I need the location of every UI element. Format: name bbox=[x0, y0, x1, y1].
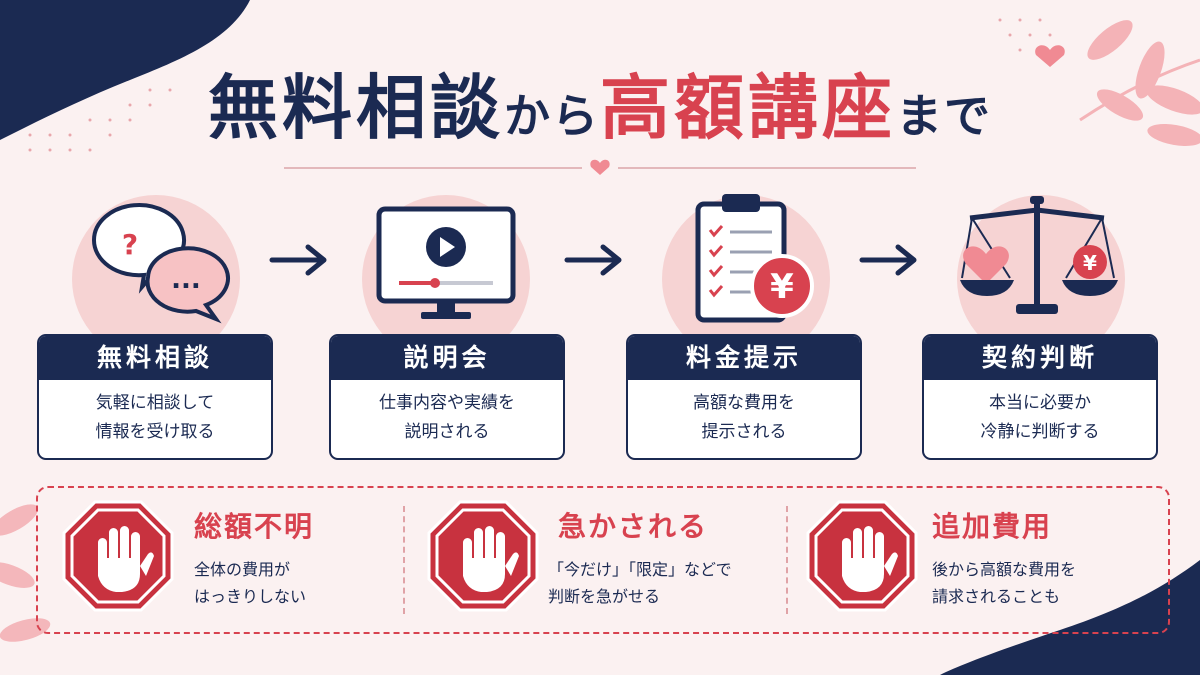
yen-coin-icon bbox=[750, 254, 814, 318]
warning-description-line: はっきりしない bbox=[194, 587, 307, 606]
warning-section bbox=[36, 486, 1170, 634]
warning-title: 総額不明 bbox=[194, 510, 315, 543]
step-description-line: 説明される bbox=[404, 422, 490, 442]
warning-divider bbox=[403, 506, 405, 614]
warning-title: 追加費用 bbox=[932, 510, 1053, 543]
dot-pattern-top-left bbox=[28, 88, 172, 152]
warning-description-line: 全体の費用が bbox=[194, 560, 291, 579]
title-part-free-consultation: 無料相談 bbox=[208, 67, 504, 149]
warning-title: 急かされる bbox=[558, 510, 709, 543]
warning-description-line: 請求されることも bbox=[932, 587, 1061, 606]
step-description: 本当に必要か 冷静に判断する bbox=[924, 380, 1156, 447]
balance-scale-icon: ¥ bbox=[960, 196, 1118, 314]
video-monitor-icon bbox=[376, 206, 516, 319]
step-description: 仕事内容や実績を 説明される bbox=[331, 380, 563, 447]
warning-description: 「今だけ」「限定」などで 判断を急がせる bbox=[548, 556, 732, 610]
ellipsis-glyph: ... bbox=[171, 265, 201, 295]
arrow-right-icon bbox=[859, 244, 917, 276]
question-mark-glyph: ? bbox=[122, 228, 138, 261]
leaf-decoration-top-right bbox=[1079, 20, 1200, 146]
warning-divider bbox=[786, 506, 788, 614]
speech-bubbles-icon: ? ... bbox=[91, 203, 230, 324]
yen-glyph: ¥ bbox=[770, 267, 794, 307]
step-card-1: 無料相談 気軽に相談して 情報を受け取る bbox=[37, 334, 273, 460]
step-label: 説明会 bbox=[331, 336, 563, 380]
heart-icon bbox=[590, 159, 610, 175]
corner-blob-bottom-right bbox=[940, 560, 1200, 675]
stop-hand-icon bbox=[62, 500, 174, 612]
leaf-decoration-bottom-left bbox=[0, 504, 51, 642]
title-particle-from: から bbox=[504, 89, 600, 143]
step-description-line: 仕事内容や実績を bbox=[379, 393, 515, 413]
warning-description: 全体の費用が はっきりしない bbox=[194, 556, 306, 610]
yen-glyph: ¥ bbox=[1083, 251, 1097, 275]
warning-description-line: 「今だけ」「限定」などで bbox=[548, 560, 732, 579]
title-part-expensive-course: 高額講座 bbox=[600, 67, 896, 149]
step-card-2: 説明会 仕事内容や実績を 説明される bbox=[329, 334, 565, 460]
step-label: 料金提示 bbox=[628, 336, 860, 380]
step-description-line: 情報を受け取る bbox=[95, 422, 215, 442]
arrow-right-icon bbox=[564, 244, 622, 276]
arrow-right-icon bbox=[269, 244, 327, 276]
step-description-line: 気軽に相談して bbox=[95, 393, 215, 413]
step-description: 高額な費用を 提示される bbox=[628, 380, 860, 447]
step-description: 気軽に相談して 情報を受け取る bbox=[39, 380, 271, 447]
step-card-3: 料金提示 高額な費用を 提示される bbox=[626, 334, 862, 460]
yen-coin-icon bbox=[1073, 245, 1107, 279]
step-description-line: 高額な費用を bbox=[693, 393, 795, 413]
corner-blob-top-left bbox=[0, 0, 250, 140]
step-label: 契約判断 bbox=[924, 336, 1156, 380]
step-description-line: 提示される bbox=[701, 422, 787, 442]
page-title: 無料相談から高額講座まで bbox=[0, 52, 1200, 153]
warning-description-line: 後から高額な費用を bbox=[932, 560, 1077, 579]
title-divider-left bbox=[284, 167, 582, 169]
warning-description-line: 判断を急がせる bbox=[548, 587, 661, 606]
clipboard-yen-icon: ¥ bbox=[695, 194, 814, 323]
step-description-line: 冷静に判断する bbox=[980, 422, 1100, 442]
step-card-4: 契約判断 本当に必要か 冷静に判断する bbox=[922, 334, 1158, 460]
heart-icon bbox=[1035, 45, 1065, 67]
warning-description: 後から高額な費用を 請求されることも bbox=[932, 556, 1076, 610]
stop-hand-icon bbox=[806, 500, 918, 612]
title-particle-until: まで bbox=[896, 89, 992, 143]
step-label: 無料相談 bbox=[39, 336, 271, 380]
heart-weight-icon bbox=[963, 246, 1009, 284]
step-description-line: 本当に必要か bbox=[989, 393, 1091, 413]
stop-hand-icon bbox=[427, 500, 539, 612]
title-divider-right bbox=[618, 167, 916, 169]
